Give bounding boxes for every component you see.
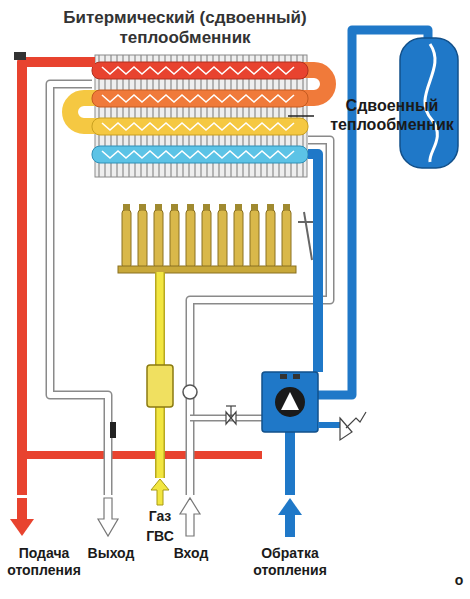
burner-nozzle	[155, 204, 162, 210]
ignition-electrode	[304, 212, 312, 260]
tube-zigzag	[102, 151, 294, 158]
burner-tube	[186, 210, 195, 268]
burner-nozzle	[283, 204, 290, 210]
safety-valve	[318, 412, 366, 440]
flow-arrow	[10, 519, 34, 536]
burner-nozzle	[171, 204, 178, 210]
flow-arrow	[180, 498, 200, 536]
flow-arrow	[278, 498, 302, 515]
port-label: Выход	[83, 545, 139, 562]
burner-tube	[170, 210, 179, 268]
tube	[92, 90, 308, 107]
flow-valve	[183, 385, 197, 399]
leader-line	[288, 115, 314, 117]
burner-tube	[138, 210, 147, 268]
bypass-pipe	[22, 451, 262, 459]
tube-zigzag	[102, 67, 294, 74]
return-pipe	[308, 154, 318, 372]
tube	[92, 146, 308, 163]
port-label: ГВС	[136, 528, 184, 545]
return-pipe	[285, 432, 295, 495]
burner-nozzle	[219, 204, 226, 210]
dhw-outlet-pipe	[50, 84, 116, 495]
port-label: Подача отопления	[0, 545, 88, 579]
callout-label: Сдвоенный теплообменник	[318, 96, 466, 134]
tube-inner-zigzag	[102, 67, 294, 158]
supply-pipe	[22, 62, 95, 495]
burner-tube	[234, 210, 243, 268]
burner-nozzle	[251, 204, 258, 210]
burner-tube	[202, 210, 211, 268]
tube-zigzag	[102, 123, 294, 130]
burner-nozzle	[139, 204, 146, 210]
port-label: Газ	[140, 508, 180, 525]
tube	[92, 118, 308, 135]
port-label: о	[452, 572, 466, 589]
burner-nozzle	[267, 204, 274, 210]
burner-tube	[250, 210, 259, 268]
port-label: Обратка отопления	[240, 545, 340, 579]
title: Битермический (сдвоенный) теплообменник	[40, 8, 330, 49]
burner-tube	[282, 210, 291, 268]
flow-arrow	[98, 498, 118, 536]
flow-arrow	[17, 498, 27, 520]
tube	[92, 62, 308, 79]
gas-valve	[147, 365, 173, 407]
burner-nozzle	[203, 204, 210, 210]
port-label: Вход	[166, 545, 216, 562]
burner-nozzle	[235, 204, 242, 210]
pump	[262, 372, 318, 432]
flow-arrow	[285, 514, 295, 537]
flow-sensor	[110, 422, 116, 438]
air-vent	[14, 52, 26, 60]
flow-arrow	[151, 479, 169, 505]
dhw-inlet-pipe	[183, 140, 330, 495]
exchanger-tubes	[92, 62, 308, 163]
burner-manifold	[118, 266, 296, 273]
burner	[118, 204, 296, 273]
burner-tube	[122, 210, 131, 268]
burner-tube	[154, 210, 163, 268]
burner-nozzle	[187, 204, 194, 210]
burner-tube	[266, 210, 275, 268]
burner-nozzle	[123, 204, 130, 210]
gas-pipe	[147, 272, 173, 478]
burner-tube	[218, 210, 227, 268]
tube-zigzag	[102, 95, 294, 102]
